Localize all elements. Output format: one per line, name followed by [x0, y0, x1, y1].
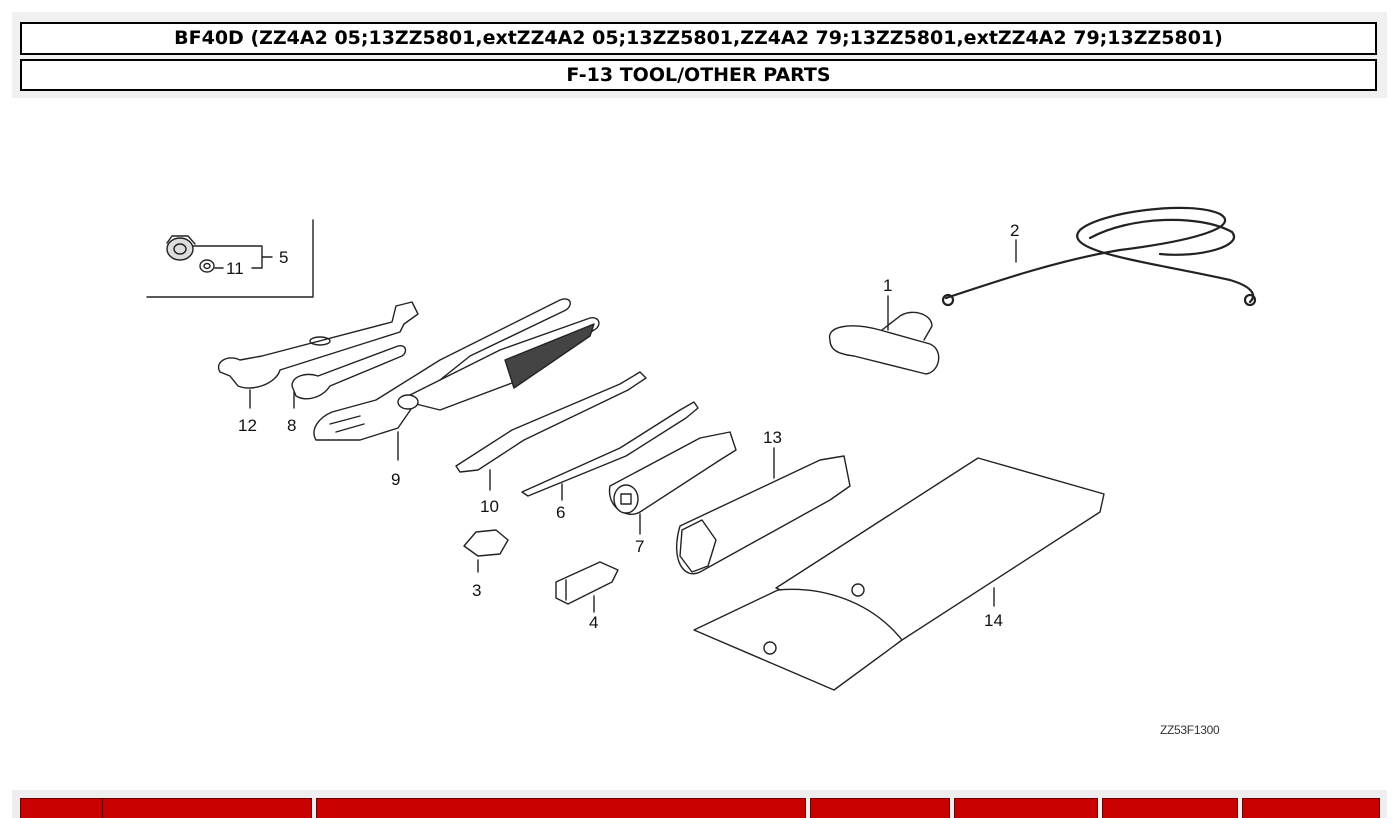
bracket-5: [192, 245, 273, 269]
parts-diagram: 1 2 3 4 5 6 7 8 9 10 11 12 13 14: [146, 206, 1257, 691]
table-header-cell: [810, 798, 950, 818]
table-header-cell: [1102, 798, 1238, 818]
table-header-cell: [102, 798, 312, 818]
section-title: F-13 TOOL/OTHER PARTS: [20, 59, 1377, 91]
table-header-cell: [1242, 798, 1380, 818]
callout-11: 11: [226, 259, 244, 278]
callout-7: 7: [635, 537, 644, 556]
tool-bag-14: [693, 457, 1105, 691]
nut-part: [166, 235, 196, 261]
header-panel: BF40D (ZZ4A2 05;13ZZ5801,extZZ4A2 05;13Z…: [12, 12, 1387, 98]
callout-13: 13: [763, 428, 782, 447]
rope-2: [941, 206, 1257, 307]
table-header-cell: [954, 798, 1098, 818]
screwdriver-6: [521, 401, 699, 497]
screwdriver-10: [455, 371, 647, 473]
start-grip-1: [828, 311, 940, 375]
callout-14: 14: [984, 611, 1003, 630]
model-title: BF40D (ZZ4A2 05;13ZZ5801,extZZ4A2 05;13Z…: [20, 22, 1377, 55]
callout-3: 3: [472, 581, 481, 600]
parts-table-header: [12, 790, 1387, 818]
callout-12: 12: [238, 416, 257, 435]
clip-3: [463, 529, 509, 557]
inset-frame: [146, 219, 314, 298]
callout-5: 5: [279, 248, 288, 267]
callout-6: 6: [556, 503, 565, 522]
connector-4: [555, 561, 619, 605]
callout-1: 1: [883, 276, 892, 295]
figure-code: ZZ53F1300: [1160, 723, 1220, 737]
callout-10: 10: [480, 497, 499, 516]
washer-part: [199, 259, 215, 273]
callout-8: 8: [287, 416, 296, 435]
pliers-9: [313, 298, 600, 441]
callout-4: 4: [589, 613, 598, 632]
wrench-8: [291, 344, 407, 400]
callout-2: 2: [1010, 221, 1019, 240]
plug-wrench-7: [608, 431, 737, 515]
wrench-12: [217, 301, 419, 389]
callout-9: 9: [391, 470, 400, 489]
table-header-cell: [20, 798, 106, 818]
box-wrench-13: [675, 455, 851, 575]
table-header-cell: [316, 798, 806, 818]
